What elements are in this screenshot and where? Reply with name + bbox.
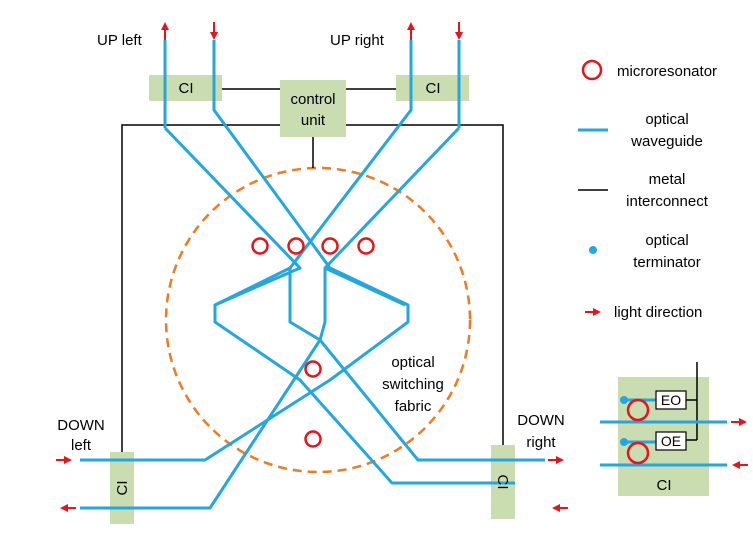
legend-microresonator: microresonator	[617, 63, 717, 80]
microresonator-icon	[626, 441, 650, 465]
microresonator-icon	[304, 430, 322, 448]
ci-label: CI	[426, 80, 441, 97]
port-up-right-label: UP right	[330, 32, 385, 49]
inset-ci-label: CI	[657, 477, 672, 494]
legend-terminator-2: terminator	[633, 254, 701, 271]
fabric-label-3: fabric	[395, 398, 432, 415]
ci-inset: EO OE CI	[600, 362, 748, 496]
ci-up-left: CI	[149, 75, 222, 101]
microresonator-icon	[287, 237, 305, 255]
inset-eo-label: EO	[661, 392, 681, 408]
port-arrows	[56, 22, 568, 512]
control-unit-label-1: control	[290, 91, 335, 108]
port-up-left-label: UP left	[97, 32, 143, 49]
port-down-right-label-1: DOWN	[517, 412, 565, 429]
legend-waveguide-2: waveguide	[630, 133, 703, 150]
microresonator-icon	[321, 237, 339, 255]
ci-up-right: CI	[396, 75, 469, 101]
ci-label: CI	[179, 80, 194, 97]
legend-interconnect-2: interconnect	[626, 193, 709, 210]
ci-label: CI	[114, 481, 131, 496]
port-down-right-label-2: right	[526, 434, 556, 451]
control-unit: control unit	[280, 80, 346, 137]
terminator-dot-icon	[620, 396, 628, 404]
microresonator-icon	[304, 360, 322, 378]
control-unit-label-2: unit	[301, 112, 326, 129]
port-down-left-label-1: DOWN	[57, 417, 105, 434]
fabric-label-2: switching	[382, 376, 444, 393]
legend-light-direction: light direction	[614, 304, 702, 321]
microresonator-icon	[581, 59, 603, 81]
switching-fabric-boundary	[164, 166, 472, 474]
optical-waveguides	[80, 40, 545, 510]
microresonator-icon	[357, 237, 375, 255]
legend: microresonator optical waveguide metal i…	[578, 59, 717, 321]
legend-interconnect-1: metal	[649, 171, 686, 188]
fabric-label-1: optical	[391, 354, 434, 371]
fabric-microresonators	[251, 237, 375, 448]
microresonator-icon	[251, 237, 269, 255]
inset-oe-label: OE	[661, 433, 681, 449]
microresonator-icon	[626, 398, 650, 422]
ci-down-left: CI	[110, 452, 134, 524]
ci-down-right: CI	[491, 445, 515, 519]
legend-terminator-1: optical	[645, 232, 688, 249]
ci-label: CI	[494, 475, 511, 490]
terminator-dot-icon	[589, 246, 597, 254]
port-down-left-label-2: left	[71, 437, 92, 454]
legend-waveguide-1: optical	[645, 111, 688, 128]
terminator-dot-icon	[620, 438, 628, 446]
